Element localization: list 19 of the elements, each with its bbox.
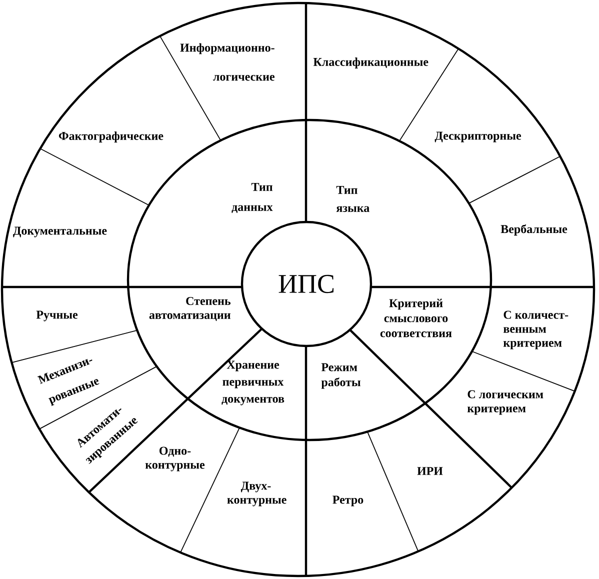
- subcategory-label: Двух- контурные: [227, 482, 286, 506]
- category-label: Тип языка: [336, 186, 370, 212]
- subcategory-label: ИРИ: [417, 467, 443, 475]
- subcategory-label: Ручные: [36, 310, 78, 322]
- category-label: Тип данных: [232, 183, 273, 213]
- subcategory-label: Дескрипторные: [434, 132, 522, 142]
- subcategory-label: С количест- венным критерием: [503, 310, 568, 350]
- category-label: Режим работы: [321, 363, 360, 389]
- subcategory-label: Документальные: [13, 226, 107, 238]
- subcategory-label: Ретро: [332, 496, 364, 506]
- subcategory-label: Вербальные: [500, 224, 568, 236]
- category-label: Критерий смыслового соответствия: [380, 298, 452, 338]
- subcategory-label: С логическим критерием: [467, 390, 544, 415]
- category-label: Хранение первичных документов: [222, 360, 284, 406]
- subcategory-label: Фактографические: [58, 132, 164, 142]
- subcategory-label: Информационно- логические: [180, 43, 274, 81]
- subcategory-label: Классификационные: [313, 58, 428, 68]
- subcategory-label: Одно- контурные: [145, 446, 205, 472]
- category-label: Степень автоматизации: [149, 296, 230, 322]
